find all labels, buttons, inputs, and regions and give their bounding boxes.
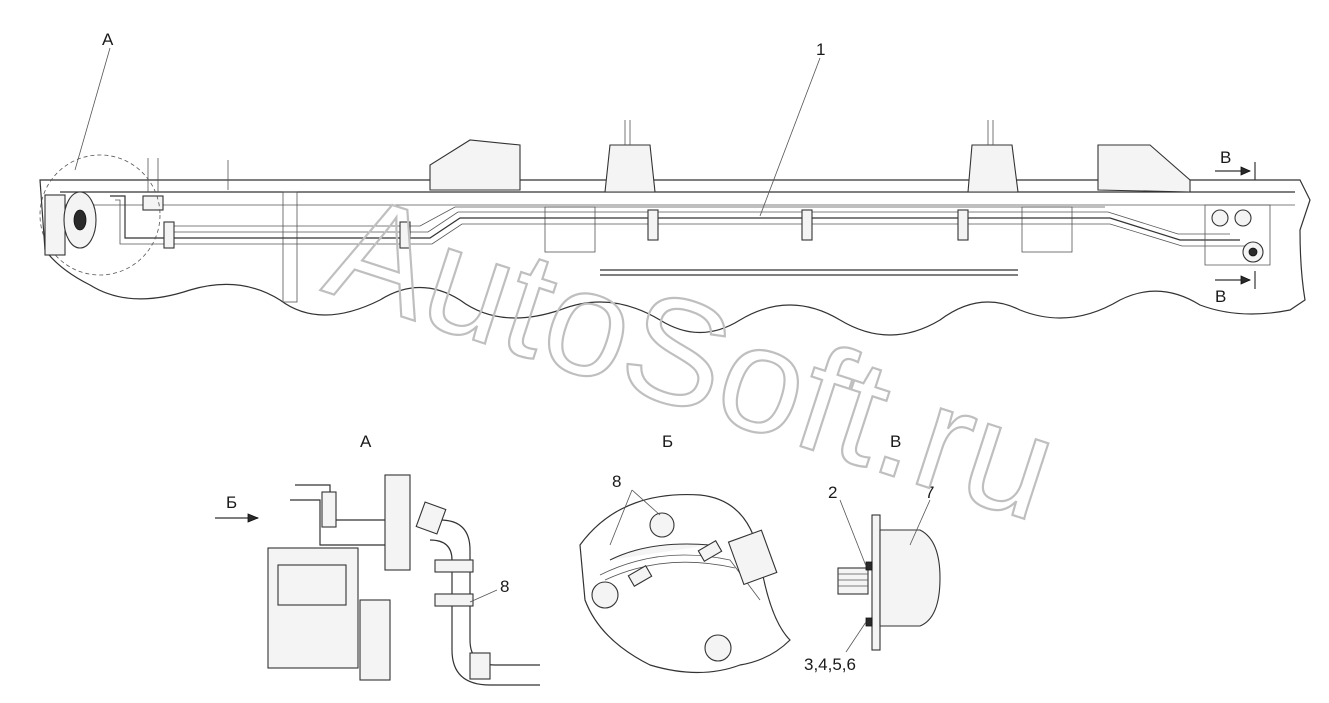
label-view-a-main: А xyxy=(102,30,114,49)
label-position-1: 1 xyxy=(816,40,825,59)
label-view-a-title: А xyxy=(360,432,372,451)
label-position-8-view-a: 8 xyxy=(500,577,509,596)
label-view-v-title: В xyxy=(890,432,901,451)
frame-main-view xyxy=(39,47,1311,336)
label-position-7: 7 xyxy=(925,483,934,502)
label-positions-3-4-5-6: 3,4,5,6 xyxy=(804,655,856,674)
detail-view-a xyxy=(215,474,540,686)
label-arrow-b: Б xyxy=(226,493,237,512)
label-section-v-top: В xyxy=(1220,148,1231,167)
label-view-b-title: Б xyxy=(662,432,673,451)
detail-view-b xyxy=(579,489,791,674)
label-position-8-view-b: 8 xyxy=(612,472,621,491)
label-position-2: 2 xyxy=(828,483,837,502)
label-section-v-bottom: В xyxy=(1215,287,1226,306)
detail-view-v xyxy=(837,499,941,653)
